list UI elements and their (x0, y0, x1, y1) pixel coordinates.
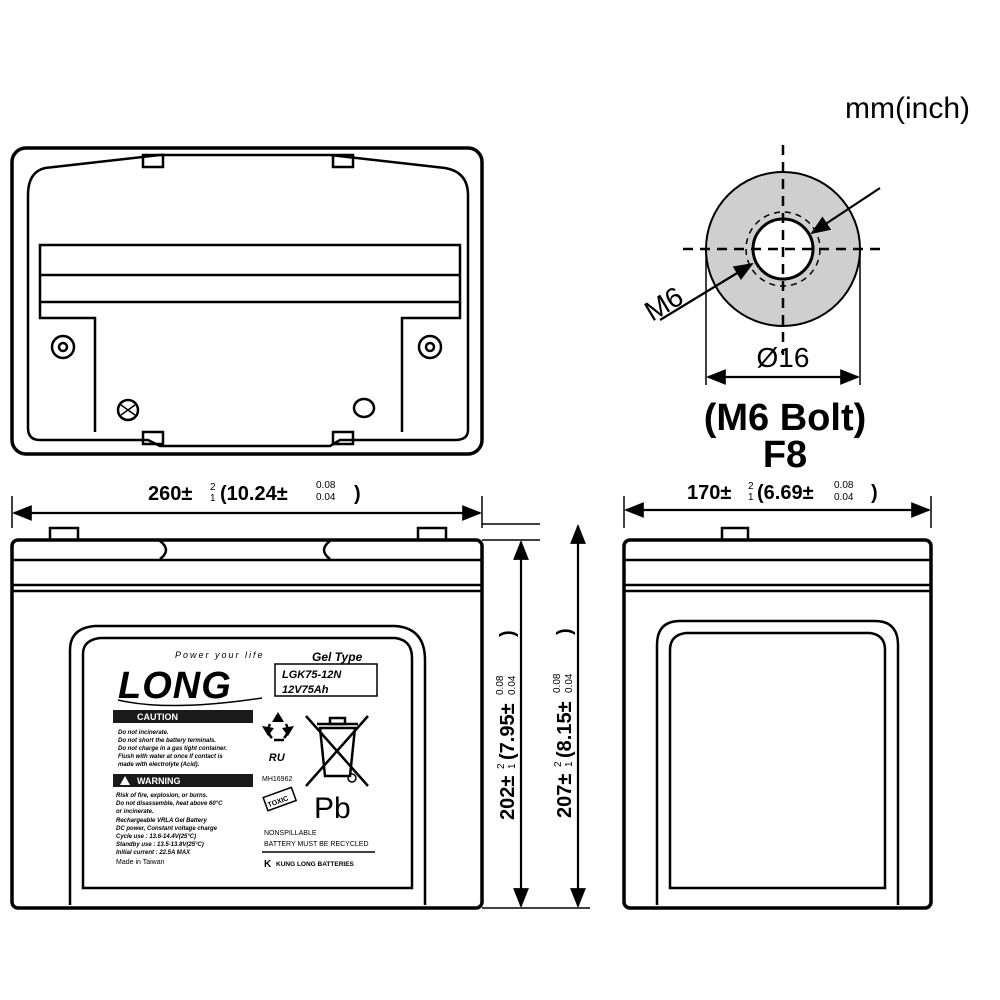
caution-item-5: made with electrolyte (Acid). (118, 762, 200, 768)
warning-title: WARNING (137, 776, 181, 786)
brand-slogan: Power your life (175, 650, 265, 660)
total-height-inch: (8.15± (554, 701, 576, 758)
width-tol-top: 2 (748, 481, 754, 492)
length-inch: (10.24± (220, 483, 288, 505)
length-tol-top: 2 (210, 482, 216, 493)
length-dimension: 260± 2 1 (10.24± 0.08 0.04 ) (11, 480, 483, 528)
caution-item-1: Do not incinerate. (118, 730, 169, 736)
diameter-label: Ø16 (757, 342, 810, 373)
warning-item-7: Standby use : 13.5-13.8V(25°C) (116, 842, 204, 848)
height-close: ) (497, 630, 519, 637)
length-tol-bottom: 1 (210, 493, 216, 504)
warning-item-9: Made in Taiwan (116, 859, 165, 866)
caution-item-3: Do not charge in a gas tight container. (118, 746, 227, 752)
front-view: Power your life LONG Gel Type LGK75-12N … (10, 523, 590, 910)
caution-title: CAUTION (137, 712, 178, 722)
height-inch: (7.95± (497, 703, 519, 760)
warning-item-6: Cycle use : 13.6-14.4V(25°C) (116, 834, 196, 840)
width-inch-tol-top: 0.08 (834, 480, 854, 491)
stamp-icon: TOXIC (262, 786, 298, 812)
recycle-icon (262, 712, 294, 742)
height-inch-tol-top: 0.08 (495, 675, 506, 695)
crossed-bin-icon (305, 715, 369, 787)
width-tol-bottom: 1 (748, 492, 754, 503)
thread-label: M6 (639, 281, 688, 328)
width-inch: (6.69± (757, 482, 814, 504)
terminal-right-icon (417, 334, 443, 360)
height-value: 202± (497, 776, 519, 820)
ul-icon: ᴿᵁ (268, 752, 286, 769)
label-type: Gel Type (312, 650, 363, 664)
length-value: 260± (148, 483, 192, 505)
total-height-dimension: 207± 2 1 (8.15± 0.08 0.04 ) (552, 524, 586, 908)
height-dimension: 202± 2 1 (7.95± 0.08 0.04 ) (495, 540, 529, 908)
terminal-left-icon (50, 334, 76, 360)
warning-item-1: Risk of fire, explosion, or burns. (116, 793, 208, 799)
width-close: ) (871, 482, 878, 504)
warning-item-3: or incinerate. (116, 809, 154, 815)
bolt-label: (M6 Bolt) (704, 397, 867, 439)
total-height-inch-tol-top: 0.08 (552, 673, 563, 693)
label-model: LGK75-12N (282, 669, 342, 681)
height-tol-bottom: 1 (507, 763, 518, 769)
warning-item-8: Initial current : 22.5A MAX (116, 850, 191, 856)
width-value: 170± (687, 482, 731, 504)
maker-logo-icon: K (264, 859, 272, 870)
length-close: ) (354, 483, 361, 505)
terminal-detail: M6 Ø16 (M6 Bolt) F8 (639, 145, 885, 476)
top-view (10, 146, 484, 456)
warning-item-2: Do not disassemble, heat above 60°C (116, 801, 223, 807)
side-view (622, 526, 933, 910)
width-dimension: 170± 2 1 (6.69± 0.08 0.04 ) (623, 480, 932, 528)
length-inch-tol-top: 0.08 (316, 480, 336, 491)
warning-item-5: DC power, Constant voltage charge (116, 826, 218, 832)
recycle-text: BATTERY MUST BE RECYCLED (264, 841, 369, 848)
maker-name: KUNG LONG BATTERIES (276, 861, 355, 868)
terminal-code: F8 (763, 434, 807, 476)
caution-item-2: Do not short the battery terminals. (118, 738, 216, 744)
length-inch-tol-bottom: 0.04 (316, 492, 336, 503)
warning-item-4: Rechargeable VRLA Gel Battery (116, 818, 207, 824)
cap-icon (352, 397, 376, 419)
total-height-tol-bottom: 1 (564, 761, 575, 767)
total-height-value: 207± (554, 774, 576, 818)
brand-logo: LONG (118, 665, 232, 707)
ul-number: MH16962 (262, 776, 292, 783)
pb-symbol: Pb (314, 792, 351, 825)
height-tol-top: 2 (496, 763, 507, 769)
label-rating: 12V75Ah (282, 684, 329, 696)
total-height-tol-top: 2 (553, 761, 564, 767)
unit-label: mm(inch) (845, 92, 970, 125)
height-inch-tol-bottom: 0.04 (507, 675, 518, 695)
vent-icon (116, 398, 140, 422)
nonspillable-text: NONSPILLABLE (264, 830, 317, 837)
total-height-inch-tol-bottom: 0.04 (564, 673, 575, 693)
total-height-close: ) (554, 628, 576, 635)
width-inch-tol-bottom: 0.04 (834, 492, 854, 503)
caution-item-4: Flush with water at once if contact is (118, 754, 223, 760)
